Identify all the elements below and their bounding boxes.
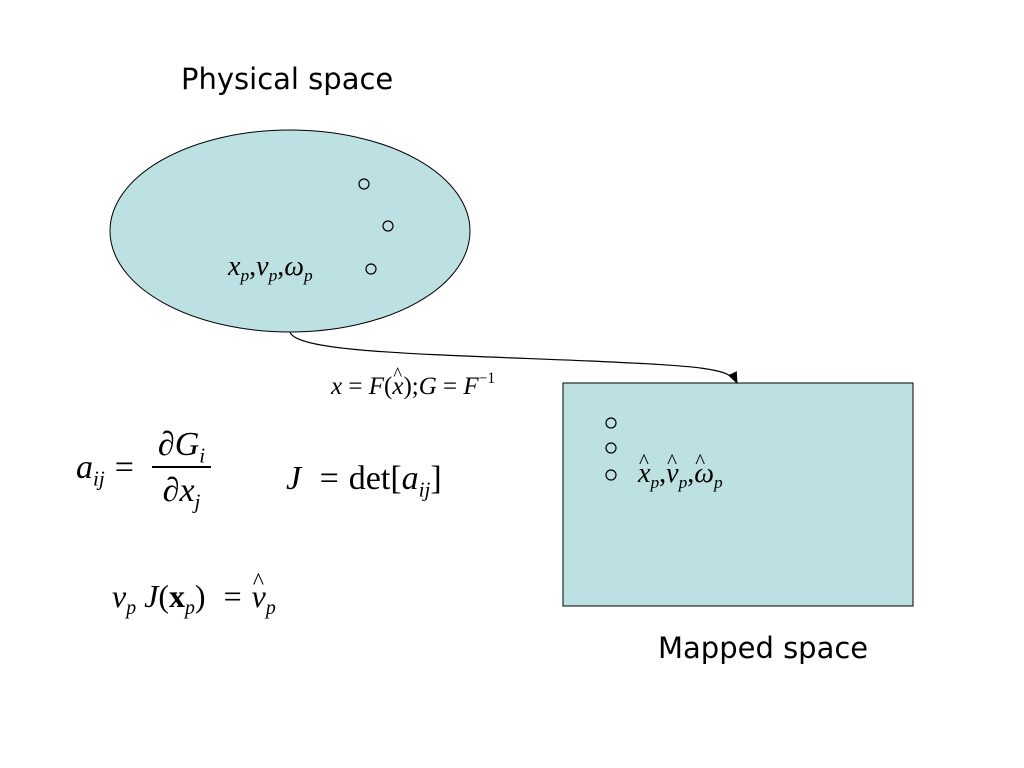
mapped-variables: xp,vp,ωp — [638, 451, 723, 491]
mapped-particle-marker — [605, 442, 617, 454]
mapping-equation: x = F(x);G = F−1 — [331, 366, 495, 399]
physical-space-title: Physical space — [181, 62, 394, 96]
particle-marker — [358, 178, 370, 190]
physical-variables: xp,vp,ωp — [228, 251, 313, 286]
mapped-particle-marker — [605, 469, 617, 481]
mapped-space-rect — [562, 382, 914, 607]
physical-space-ellipse — [109, 129, 471, 333]
jacobian-determinant-equation: J =det[aij] — [286, 460, 442, 502]
jacobian-entry-equation: aij = ∂Gi ∂xj — [76, 428, 219, 512]
particle-marker — [365, 263, 377, 275]
mapped-space-title: Mapped space — [658, 631, 869, 665]
mapped-particle-marker — [605, 417, 617, 429]
volume-relation-equation: vp J(xp) =vp — [112, 570, 276, 618]
mapping-arrow — [289, 331, 738, 385]
particle-marker — [382, 220, 394, 232]
